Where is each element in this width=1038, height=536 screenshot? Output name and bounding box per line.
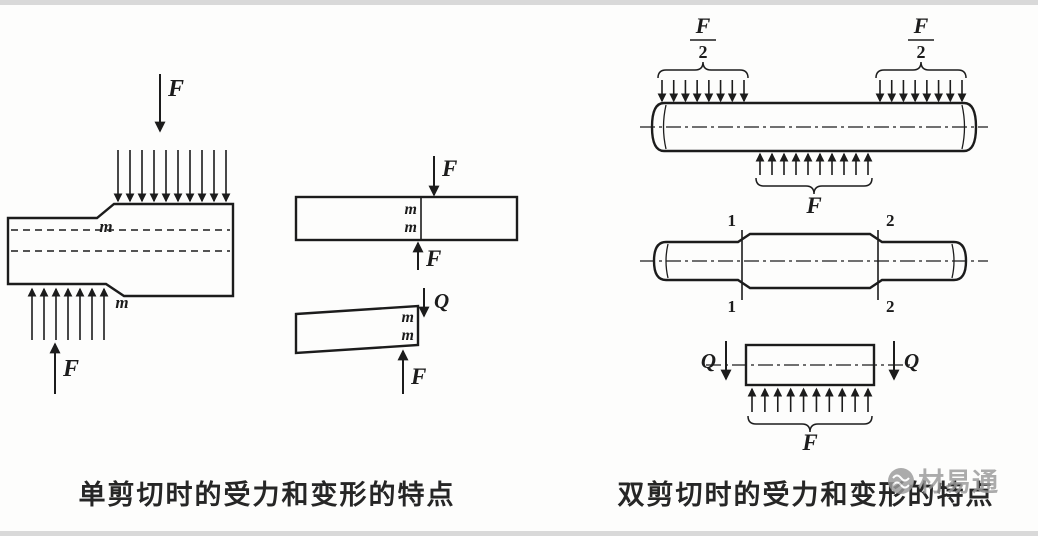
element-load-label-f: F xyxy=(801,430,817,455)
half-load-left-brace xyxy=(657,61,749,79)
shear-plane-label-m-lower: m xyxy=(115,293,128,312)
watermark-text: 材易通 xyxy=(918,468,999,497)
double-shear-pin-assembly: F 2 F 2 F xyxy=(640,13,988,218)
half-load-left-numerator: F xyxy=(695,13,711,38)
half-load-right-brace xyxy=(875,61,967,79)
bottom-edge-band xyxy=(0,531,1038,536)
cylinder-outline xyxy=(650,101,978,153)
section-label-2-top: 2 xyxy=(886,211,895,230)
reaction-load-brace xyxy=(755,177,873,195)
single-shear-cut-piece: m m Q F xyxy=(294,288,449,394)
double-shear-caption: 双剪切时的受力和变形的特点 xyxy=(618,479,995,510)
bar-outline xyxy=(294,195,519,242)
section-label-1-top: 1 xyxy=(728,211,737,230)
piece-force-label-f: F xyxy=(410,364,426,389)
reaction-load-arrows xyxy=(755,152,873,175)
watermark-logo-icon xyxy=(888,468,914,494)
distributed-load-arrows-top xyxy=(113,150,231,203)
distributed-load-arrows-bottom xyxy=(27,287,109,340)
cut-piece-outline xyxy=(294,304,420,355)
watermark-wave-icon-2 xyxy=(892,481,910,489)
half-load-right-denominator: 2 xyxy=(917,42,926,62)
pin-outline xyxy=(652,232,968,290)
double-shear-figure: F 2 F 2 F 1 1 2 2 xyxy=(618,13,995,510)
bar-force-label-f-bottom: F xyxy=(425,246,441,271)
bar-force-label-f-top: F xyxy=(441,156,457,181)
watermark-wave-icon xyxy=(892,474,910,482)
half-load-right-numerator: F xyxy=(913,13,929,38)
shear-plane-label-m-upper: m xyxy=(99,217,112,236)
section-label-2-bottom: 2 xyxy=(886,297,895,316)
single-shear-bar: m m F F xyxy=(294,156,519,271)
reaction-load-label-f: F xyxy=(805,193,821,218)
watermark: 材易通 xyxy=(888,468,999,497)
double-shear-pin: 1 1 2 2 xyxy=(640,211,988,316)
section-label-1-bottom: 1 xyxy=(728,297,737,316)
single-shear-figure: F m m F m m F F m m Q F xyxy=(6,74,519,510)
bar-section-label-m-bottom: m xyxy=(405,219,417,236)
half-load-right-arrows xyxy=(875,80,967,103)
top-edge-band xyxy=(0,0,1038,5)
force-label-f-bottom: F xyxy=(62,356,79,382)
double-shear-element: Q Q F xyxy=(701,341,919,455)
lap-joint-outline xyxy=(6,202,235,298)
shear-label-q-left: Q xyxy=(701,349,716,373)
shear-force-label-q: Q xyxy=(434,289,449,313)
single-shear-caption: 单剪切时的受力和变形的特点 xyxy=(79,479,456,510)
shear-label-q-right: Q xyxy=(904,349,919,373)
half-load-left-denominator: 2 xyxy=(699,42,708,62)
single-shear-lap-joint: F m m F xyxy=(6,74,235,394)
element-load-arrows xyxy=(747,387,873,412)
bar-section-label-m-top: m xyxy=(405,201,417,218)
half-load-left-arrows xyxy=(657,80,749,103)
element-load-brace xyxy=(747,415,873,433)
piece-section-label-m-top: m xyxy=(402,309,414,326)
cylinder-left-end-edge xyxy=(662,104,667,150)
force-label-f-top: F xyxy=(167,76,184,102)
piece-section-label-m-bottom: m xyxy=(402,327,414,344)
